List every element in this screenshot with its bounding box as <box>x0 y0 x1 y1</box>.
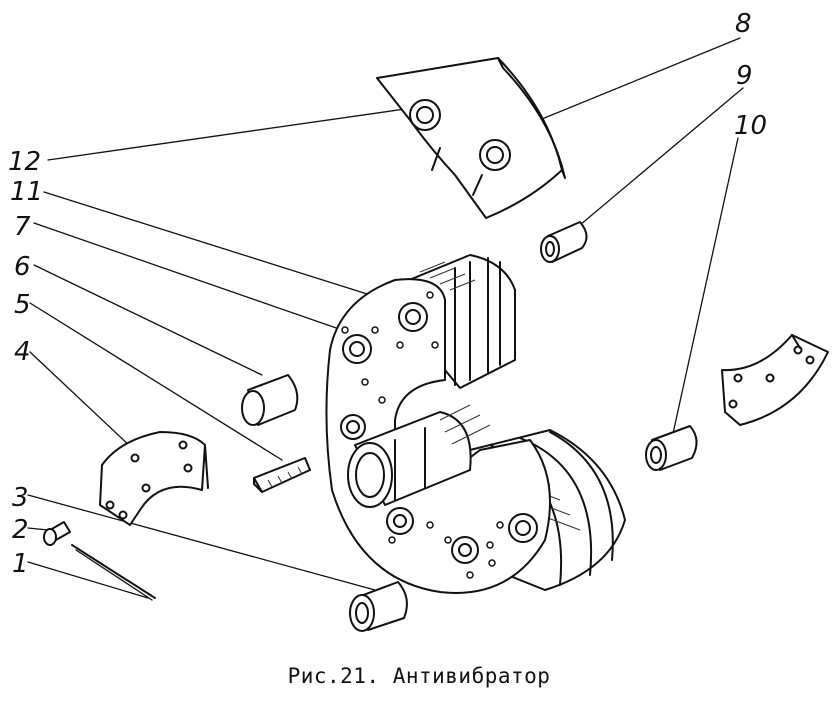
leader-3 <box>27 494 376 591</box>
part-6-sleeve <box>241 374 299 426</box>
part-2-screw <box>43 521 71 546</box>
leader-8 <box>519 37 741 129</box>
label-4: 4 <box>14 337 31 367</box>
part-9-sleeve <box>540 221 588 263</box>
leader-1 <box>27 561 149 599</box>
label-8: 8 <box>735 9 752 39</box>
part-8-segment-plate <box>376 57 566 219</box>
right-arc-plate <box>721 334 829 426</box>
part-10-sleeve <box>645 425 698 471</box>
leader-6 <box>33 264 263 376</box>
leader-5 <box>29 302 283 461</box>
leader-2 <box>27 527 49 531</box>
leader-7 <box>33 222 343 331</box>
figure-caption: Рис.21. Антивибратор <box>287 664 551 688</box>
leader-11 <box>43 191 403 306</box>
leader-12 <box>47 107 413 161</box>
part-4-arc-plate <box>99 431 209 526</box>
label-11: 11 <box>10 177 43 207</box>
leader-10 <box>671 137 739 439</box>
label-10: 10 <box>734 111 767 141</box>
leader-9 <box>579 87 744 226</box>
part-1-pin <box>71 544 156 601</box>
part-number-labels: 8 9 10 12 11 7 6 5 4 3 2 1 <box>8 9 767 579</box>
part-5-key <box>253 457 311 493</box>
main-hub-assembly <box>325 254 626 594</box>
label-12: 12 <box>8 147 41 177</box>
label-5: 5 <box>14 290 31 320</box>
label-6: 6 <box>14 252 31 282</box>
label-9: 9 <box>736 61 753 91</box>
label-7: 7 <box>14 212 31 242</box>
part-3-sleeve <box>349 581 408 632</box>
label-3: 3 <box>12 483 29 513</box>
leader-4 <box>29 351 133 449</box>
leader-lines <box>27 37 744 599</box>
label-2: 2 <box>12 515 29 545</box>
label-1: 1 <box>12 549 29 579</box>
